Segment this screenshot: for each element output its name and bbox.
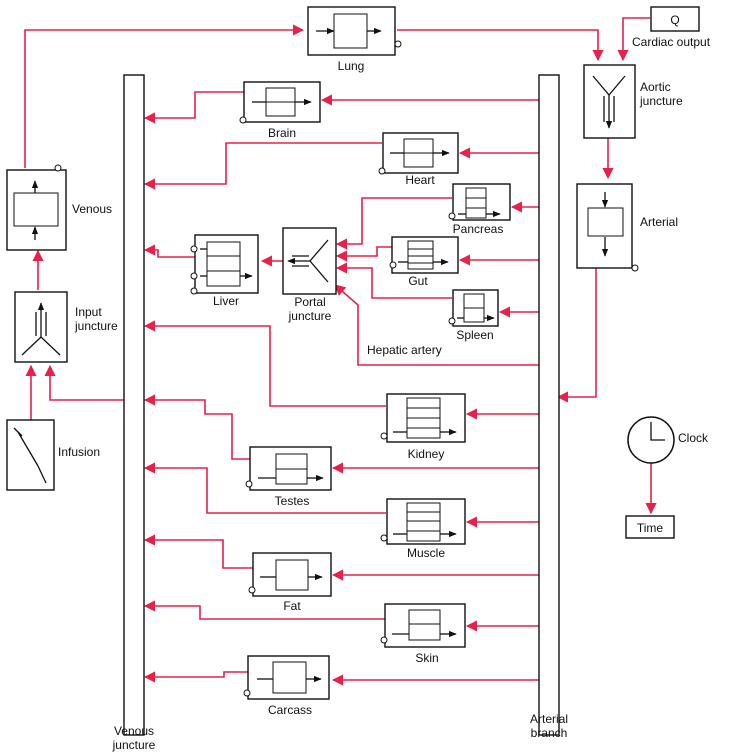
arterial-branch-label-1: Arterial [530, 712, 568, 726]
spleen-block[interactable] [448, 289, 499, 327]
venous-juncture-label-2: juncture [112, 738, 156, 752]
input-juncture-block[interactable] [14, 291, 68, 363]
cardiac-output-block[interactable]: Q [650, 6, 700, 32]
portal-juncture-block[interactable] [282, 227, 337, 295]
heart-label: Heart [405, 173, 435, 187]
brain-block[interactable] [239, 81, 321, 124]
muscle-block[interactable] [380, 498, 466, 545]
testes-block[interactable] [245, 446, 332, 491]
gut-label: Gut [408, 274, 428, 288]
muscle-label: Muscle [407, 546, 445, 560]
connection-wires [24, 17, 657, 686]
lung-label: Lung [338, 59, 365, 73]
liver-block[interactable] [190, 234, 259, 295]
aortic-label-1: Aortic [640, 80, 671, 94]
gut-block[interactable] [389, 236, 459, 274]
venous-juncture-label-1: Venous [114, 724, 154, 738]
carcass-label: Carcass [268, 703, 312, 717]
pancreas-label: Pancreas [453, 222, 504, 236]
clock-label: Clock [678, 431, 709, 445]
venous-block[interactable] [6, 164, 67, 251]
spleen-label: Spleen [456, 328, 493, 342]
kidney-block[interactable] [380, 393, 466, 443]
portal-label-1: Portal [294, 295, 325, 309]
arterial-branch-label-2: branch [531, 726, 568, 740]
portal-label-2: juncture [288, 309, 332, 323]
testes-label: Testes [275, 494, 310, 508]
time-label: Time [637, 521, 664, 535]
q-label: Q [670, 13, 679, 27]
infusion-block[interactable] [6, 419, 55, 491]
fat-label: Fat [283, 599, 301, 613]
heart-block[interactable] [378, 132, 459, 175]
carcass-block[interactable] [243, 655, 330, 700]
clock-block[interactable] [627, 416, 675, 464]
hepatic-artery-label: Hepatic artery [367, 343, 442, 357]
time-block[interactable]: Time [625, 515, 675, 539]
pancreas-block[interactable] [448, 183, 511, 221]
arterial-label: Arterial [640, 215, 678, 229]
venous-label: Venous [72, 202, 112, 216]
cardiac-output-label: Cardiac output [632, 35, 711, 49]
input-label-1: Input [75, 305, 102, 319]
brain-label: Brain [268, 126, 296, 140]
arterial-block[interactable] [576, 183, 639, 272]
lung-block[interactable] [307, 6, 402, 56]
venous-juncture-bar[interactable] [123, 74, 145, 736]
infusion-label: Infusion [58, 445, 100, 459]
arterial-branch-bar[interactable] [538, 74, 560, 736]
liver-label: Liver [213, 294, 239, 308]
aortic-label-2: juncture [639, 94, 683, 108]
fat-block[interactable] [248, 552, 332, 597]
kidney-label: Kidney [408, 447, 445, 461]
aortic-juncture-block[interactable] [583, 64, 636, 139]
skin-label: Skin [415, 651, 438, 665]
input-label-2: juncture [74, 319, 118, 333]
skin-block[interactable] [380, 603, 466, 648]
